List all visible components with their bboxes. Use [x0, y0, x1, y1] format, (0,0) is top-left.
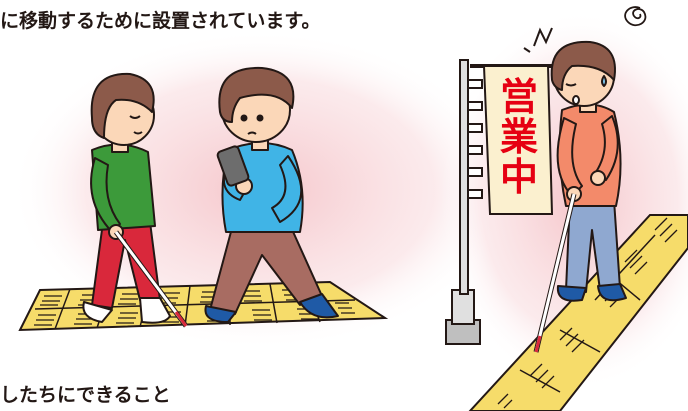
banner-text: 営 業 中 [500, 75, 538, 199]
tactile-paving-right [468, 214, 688, 411]
boy-with-white-cane [550, 40, 627, 302]
section-heading: したちにできること [0, 384, 171, 406]
confusion-scribble-icon [624, 6, 647, 27]
caption-text: に移動するために設置されています。 [0, 10, 321, 32]
banner-char-2: 業 [500, 115, 538, 159]
banner-char-3: 中 [500, 155, 538, 199]
shop-banner-stand [445, 59, 554, 345]
banner-char-1: 営 [500, 75, 538, 119]
surprise-mark [523, 27, 553, 53]
man-using-smartphone [204, 66, 339, 323]
woman-with-white-cane [82, 72, 171, 324]
